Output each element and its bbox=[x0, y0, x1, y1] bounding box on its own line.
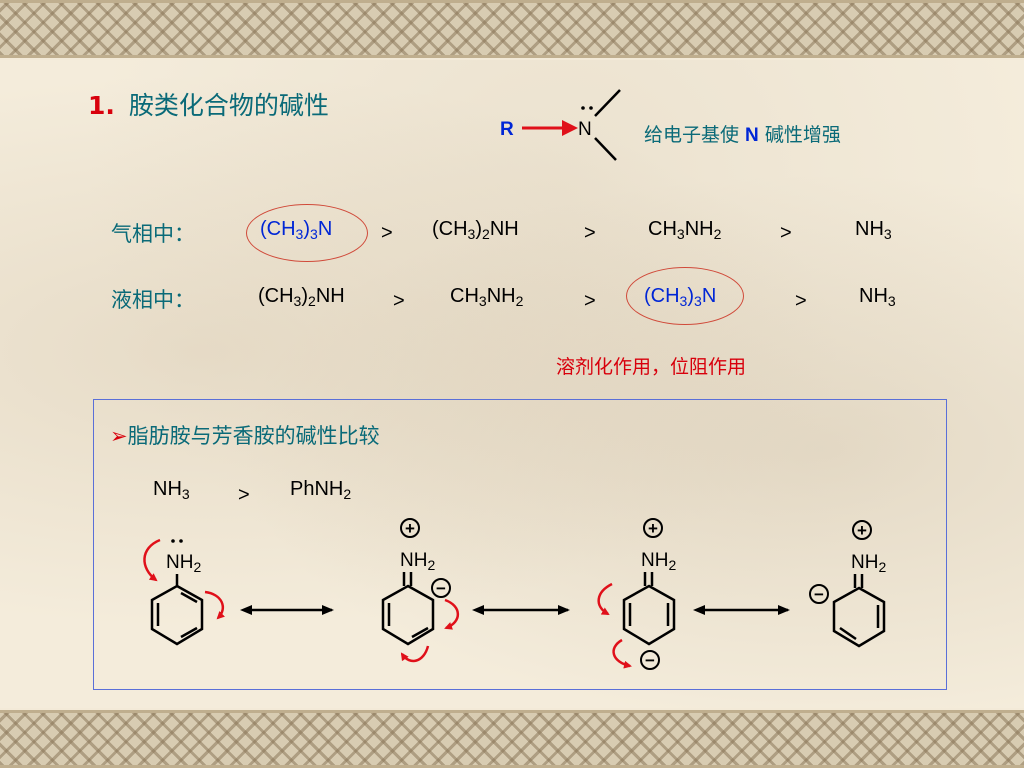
minus-charge-icon bbox=[809, 584, 829, 604]
svg-text:−: − bbox=[814, 585, 824, 604]
edg-caption: 给电子基使 N 碱性增强 bbox=[644, 120, 841, 147]
double-bond bbox=[411, 626, 429, 639]
slide-title: 1. 胺类化合物的碱性 bbox=[88, 86, 329, 122]
gas-phase-label: 气相中： bbox=[111, 222, 195, 246]
edg-diagram: R N bbox=[500, 89, 621, 161]
double-bond bbox=[839, 626, 857, 641]
double-bond bbox=[180, 626, 198, 639]
n-label: N bbox=[578, 119, 592, 140]
svg-text:−: − bbox=[436, 579, 446, 598]
compare-left: NH3 bbox=[153, 478, 190, 502]
ortho-resonance-structure-2: + NH2 − bbox=[809, 520, 886, 648]
electron-push-arrow bbox=[400, 645, 430, 663]
effect-note: 溶剂化作用，位阻作用 bbox=[556, 356, 747, 378]
aniline-structure: NH2 bbox=[143, 538, 226, 646]
electron-push-arrow bbox=[143, 538, 161, 582]
n-bond-down bbox=[594, 137, 617, 161]
gas-gt-1: > bbox=[381, 222, 393, 244]
gas-item-2: (CH3)2NH bbox=[432, 218, 519, 242]
electron-push-arrow bbox=[597, 582, 613, 616]
ortho-resonance-structure: + NH2 − bbox=[381, 518, 460, 663]
title-text: 胺类化合物的碱性 bbox=[128, 91, 329, 120]
benzene-ring bbox=[150, 584, 204, 646]
svg-text:+: + bbox=[405, 519, 415, 538]
top-decorative-band bbox=[0, 0, 1024, 58]
section-heading: ➢脂肪胺与芳香胺的碱性比较 bbox=[110, 420, 380, 450]
compare-gt: > bbox=[238, 484, 250, 506]
liquid-gt-1: > bbox=[393, 290, 405, 312]
gas-item-3: CH3NH2 bbox=[648, 218, 722, 242]
svg-text:+: + bbox=[857, 521, 867, 540]
title-number: 1. bbox=[88, 91, 115, 120]
gas-gt-2: > bbox=[584, 222, 596, 244]
minus-charge-icon bbox=[640, 650, 660, 670]
nh2-label: NH2 bbox=[400, 550, 435, 573]
background-texture bbox=[0, 60, 1024, 708]
compare-right: PhNH2 bbox=[290, 478, 352, 502]
plus-charge-icon bbox=[400, 518, 420, 538]
liquid-item-1: (CH3)2NH bbox=[258, 285, 345, 309]
liquid-highlight-circle bbox=[626, 267, 744, 325]
bottom-decorative-band bbox=[0, 710, 1024, 768]
electron-push-arrow bbox=[612, 638, 632, 669]
bullet-icon: ➢ bbox=[110, 424, 128, 448]
lone-pair-dot-2 bbox=[589, 106, 593, 110]
para-resonance-structure: + NH2 − bbox=[597, 518, 676, 670]
lone-pair-dot-1 bbox=[581, 106, 585, 110]
plus-charge-icon bbox=[643, 518, 663, 538]
lone-pair-dot bbox=[171, 539, 175, 543]
lone-pair-dot bbox=[179, 539, 183, 543]
nh2-label: NH2 bbox=[641, 550, 676, 573]
svg-text:+: + bbox=[648, 519, 658, 538]
edg-arrow-head bbox=[562, 120, 578, 136]
r-label: R bbox=[500, 119, 514, 140]
gas-gt-3: > bbox=[780, 222, 792, 244]
gas-highlight-circle bbox=[246, 204, 368, 262]
gas-item-1: (CH3)3N bbox=[260, 218, 333, 242]
liquid-gt-2: > bbox=[584, 290, 596, 312]
ring bbox=[381, 584, 435, 646]
nh2-label: NH2 bbox=[166, 552, 201, 575]
liquid-item-2: CH3NH2 bbox=[450, 285, 524, 309]
electron-push-arrow bbox=[204, 590, 226, 620]
ring bbox=[832, 586, 886, 648]
liquid-gt-3: > bbox=[795, 290, 807, 312]
double-bond bbox=[180, 591, 198, 604]
n-bond-up bbox=[594, 89, 621, 117]
edg-caption-n: N bbox=[745, 125, 759, 146]
section-title: 脂肪胺与芳香胺的碱性比较 bbox=[127, 424, 380, 448]
comparison-box bbox=[93, 399, 947, 690]
edg-caption-pre: 给电子基使 bbox=[644, 124, 746, 146]
nh2-label: NH2 bbox=[851, 552, 886, 575]
liquid-item-4: NH3 bbox=[859, 285, 896, 309]
gas-item-4: NH3 bbox=[855, 218, 892, 242]
plus-charge-icon bbox=[852, 520, 872, 540]
edg-caption-post: 碱性增强 bbox=[758, 124, 841, 146]
electron-push-arrow bbox=[444, 598, 460, 630]
liquid-item-3: (CH3)3N bbox=[644, 285, 717, 309]
ring bbox=[622, 584, 676, 646]
svg-text:−: − bbox=[645, 651, 655, 670]
minus-charge-icon bbox=[431, 578, 451, 598]
liquid-phase-label: 液相中： bbox=[111, 288, 195, 312]
